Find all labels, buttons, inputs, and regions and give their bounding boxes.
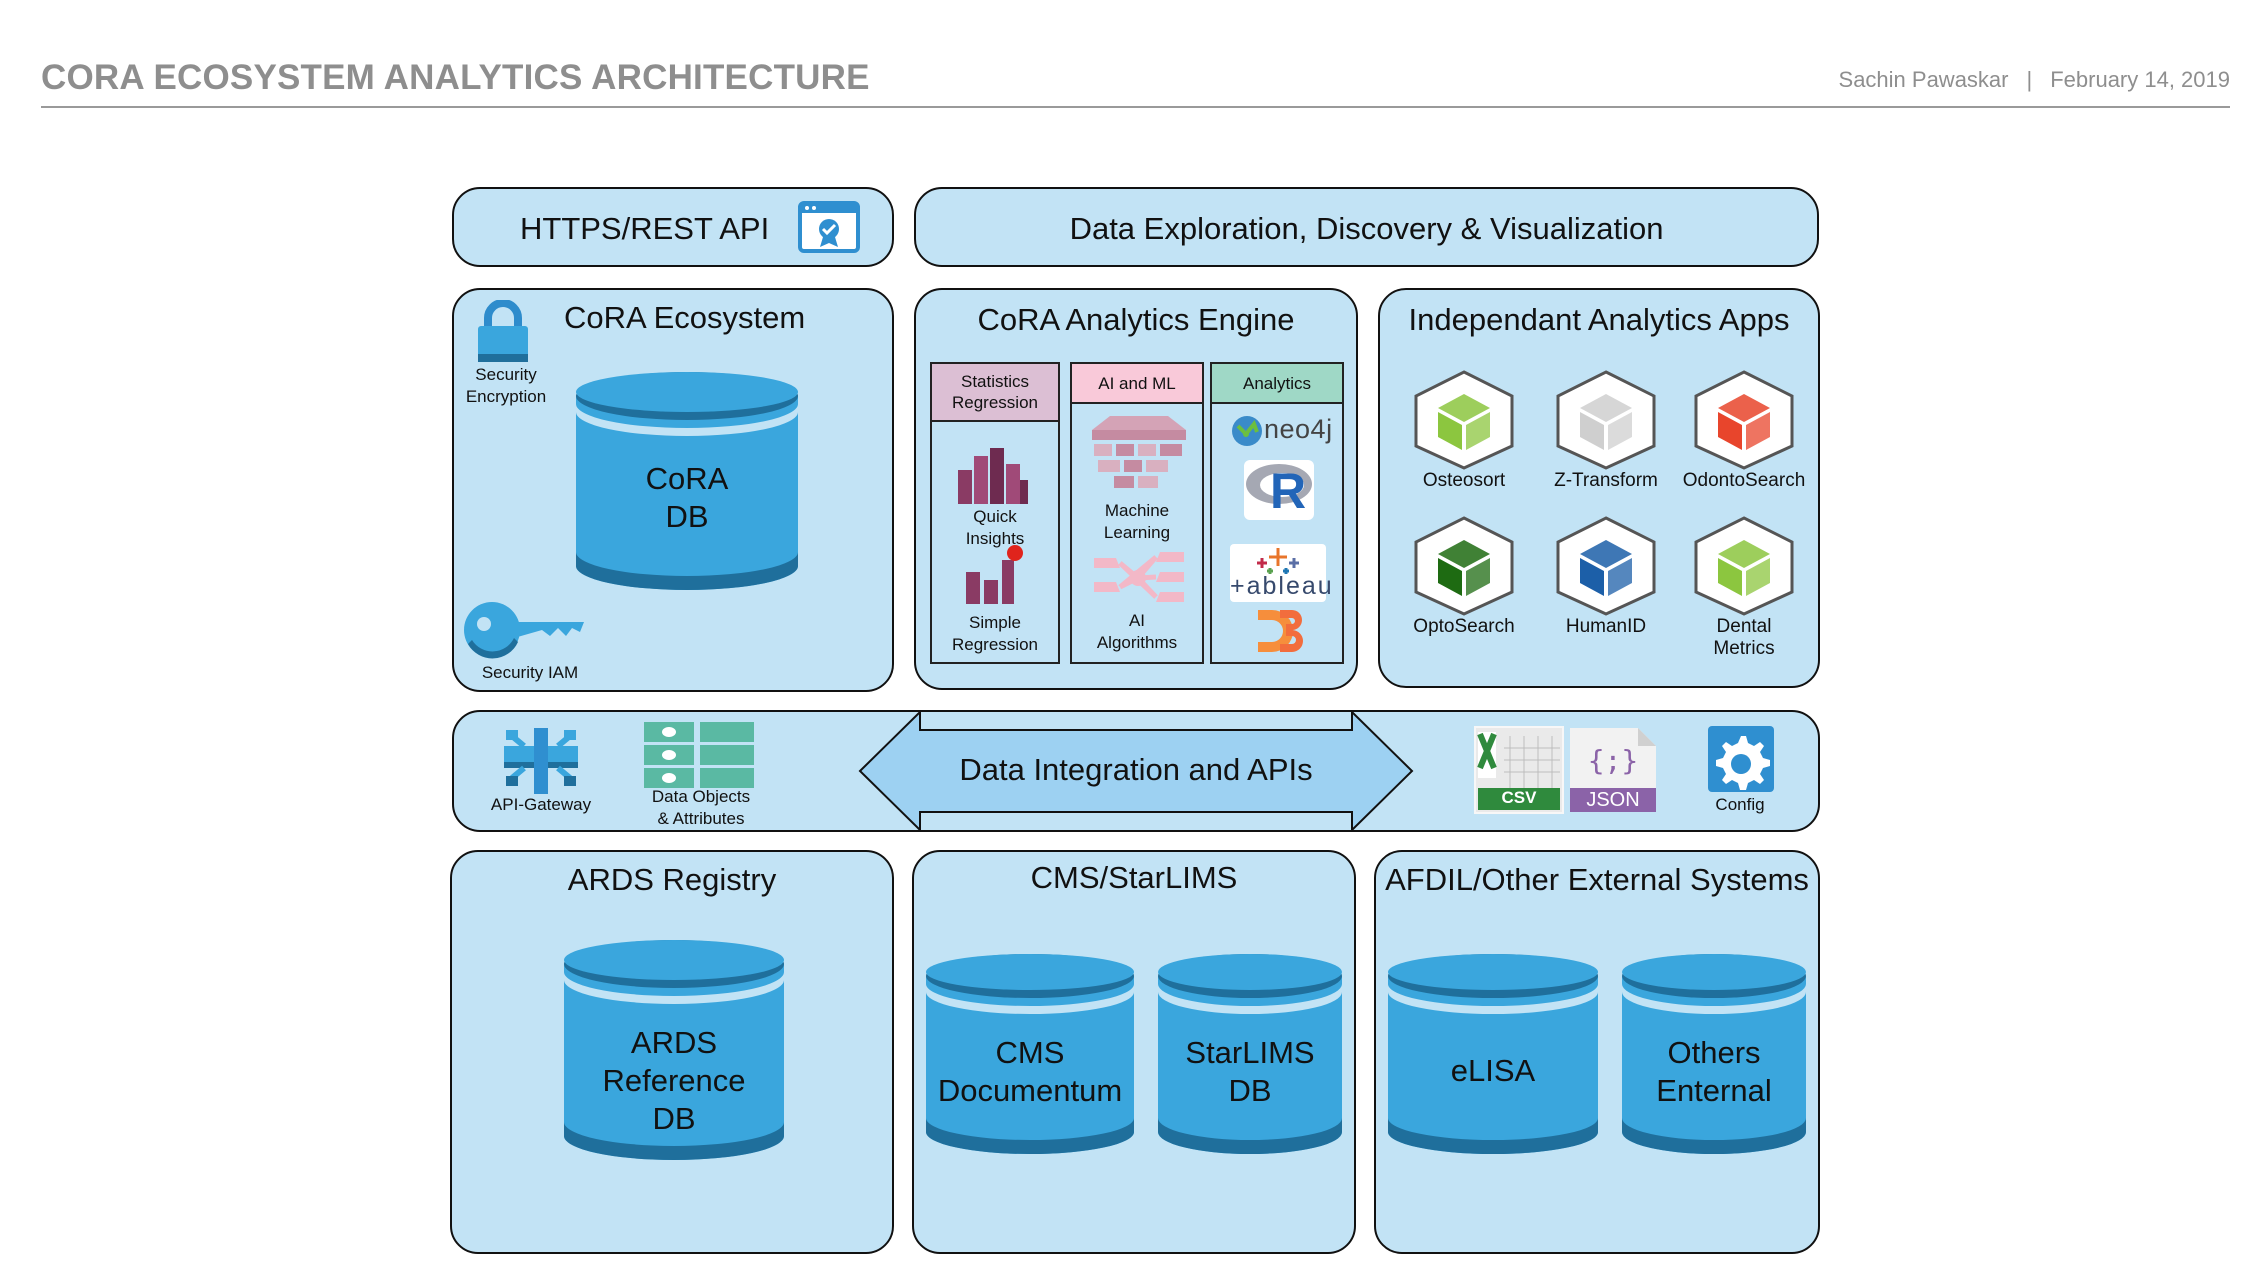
tableau-text: +ableau: [1230, 572, 1334, 600]
app-odontosearch[interactable]: OdontoSearch: [1672, 370, 1805, 510]
exploration-panel: Data Exploration, Discovery & Visualizat…: [914, 187, 1819, 267]
cms-db-line1: CMS: [995, 1035, 1065, 1070]
ecosystem-title: CoRA Ecosystem: [564, 300, 806, 335]
statistics-column: Statistics Regression Quick Insights Sim…: [930, 362, 1060, 664]
page-title: CORA ECOSYSTEM ANALYTICS ARCHITECTURE: [41, 58, 870, 97]
double-arrow-icon: Data Integration and APIs: [858, 710, 1414, 832]
neo4j-text: neo4j: [1264, 414, 1333, 444]
rest-api-label: HTTPS/REST API: [520, 211, 770, 246]
others-db-cylinder: Others Enternal: [1620, 952, 1808, 1158]
header-separator: |: [2026, 67, 2033, 92]
app-label: OptoSearch: [1413, 616, 1515, 637]
api-gateway-icon: [502, 726, 580, 796]
app-label: Z-Transform: [1554, 470, 1658, 491]
ards-db-line1: ARDS: [630, 1025, 718, 1060]
r-logo: R: [1244, 460, 1314, 520]
app-label: Dental Metrics: [1713, 616, 1775, 659]
elisa-db-cylinder: eLISA: [1386, 952, 1600, 1158]
cms-db-cylinder: CMS Documentum: [924, 952, 1136, 1158]
machine-learning-label: Machine Learning: [1103, 501, 1171, 542]
integration-panel: API-Gateway Data Objects & Attributes Da…: [452, 710, 1820, 832]
certificate-window-icon: [798, 199, 860, 255]
exploration-label: Data Exploration, Discovery & Visualizat…: [1069, 211, 1664, 246]
data-objects-label: Data Objects & Attributes: [651, 787, 751, 828]
cube-icon: [1412, 516, 1516, 616]
data-objects-icon: [644, 722, 756, 788]
neural-network-icon: [1090, 548, 1188, 608]
ai-algorithms-label: AI Algorithms: [1096, 611, 1178, 652]
app-label: HumanID: [1565, 616, 1647, 637]
api-gateway-label: API-Gateway: [490, 795, 592, 814]
csv-file-icon: CSV: [1474, 726, 1564, 814]
starlims-db-line1: StarLIMS: [1185, 1035, 1315, 1070]
header-date: February 14, 2019: [2050, 67, 2230, 92]
others-db-line1: Others: [1667, 1035, 1761, 1070]
analytics-header: Analytics: [1212, 364, 1342, 404]
rest-api-panel: HTTPS/REST API: [452, 187, 894, 267]
engine-title: CoRA Analytics Engine: [977, 302, 1295, 337]
statistics-header: Statistics Regression: [932, 364, 1058, 422]
app-label: OdontoSearch: [1682, 470, 1806, 491]
cube-icon: [1692, 370, 1796, 470]
integration-label: Data Integration and APIs: [959, 752, 1313, 787]
starlims-db-cylinder: StarLIMS DB: [1156, 952, 1344, 1158]
encryption-label: Security Encryption: [465, 365, 547, 406]
header-meta: Sachin Pawaskar | February 14, 2019: [1839, 67, 2230, 93]
quicksight-icon: [954, 446, 1030, 506]
cms-db-line2: Documentum: [937, 1073, 1123, 1108]
external-systems-panel: AFDIL/Other External Systems eLISA Other…: [1374, 850, 1820, 1254]
json-label: JSON: [1586, 789, 1640, 811]
cube-icon: [1554, 370, 1658, 470]
lock-icon: [474, 300, 532, 364]
header-divider: [41, 106, 2230, 108]
r-logo-letter: R: [1270, 463, 1307, 519]
ards-registry-panel: ARDS Registry ARDS Reference DB: [450, 850, 894, 1254]
machine-learning-icon: [1090, 414, 1188, 492]
analytics-engine-panel: CoRA Analytics Engine Statistics Regress…: [914, 288, 1358, 690]
author-name: Sachin Pawaskar: [1838, 67, 2009, 92]
ai-ml-header: AI and ML: [1072, 364, 1202, 404]
cube-icon: [1412, 370, 1516, 470]
d3-logo: [1256, 608, 1304, 654]
app-z-transform[interactable]: Z-Transform: [1534, 370, 1660, 510]
ards-db-line2: Reference: [602, 1063, 746, 1098]
tableau-logo: +ableau: [1230, 544, 1334, 602]
ards-db-cylinder: ARDS Reference DB: [562, 938, 786, 1166]
config-label: Config: [1715, 795, 1765, 814]
starlims-db-line2: DB: [1228, 1073, 1272, 1108]
app-label: Osteosort: [1422, 470, 1506, 491]
json-file-icon: {;} JSON: [1568, 726, 1658, 814]
simple-regression-label: Simple Regression: [952, 613, 1038, 654]
cms-starlims-panel: CMS/StarLIMS CMS Documentum StarLIMS DB: [912, 850, 1356, 1254]
cube-icon: [1554, 516, 1658, 616]
cms-title: CMS/StarLIMS: [1030, 860, 1238, 895]
analytics-column: Analytics neo4j R +ableau: [1210, 362, 1344, 664]
iam-label: Security IAM: [481, 663, 579, 682]
cube-icon: [1692, 516, 1796, 616]
app-humanid[interactable]: HumanID: [1534, 516, 1660, 656]
others-db-line2: Enternal: [1656, 1073, 1772, 1108]
csv-label: CSV: [1501, 788, 1537, 807]
app-dental-metrics[interactable]: Dental Metrics: [1672, 516, 1798, 659]
svg-text:{;}: {;}: [1588, 744, 1639, 777]
apps-title: Independant Analytics Apps: [1408, 302, 1790, 337]
elisa-db-line1: eLISA: [1450, 1053, 1536, 1088]
ai-ml-column: AI and ML Machine Learning AI Algorithms: [1070, 362, 1204, 664]
apps-panel: Independant Analytics Apps Osteosort Z-Tr…: [1378, 288, 1820, 688]
config-gear-icon: [1708, 726, 1774, 792]
bar-chart-icon: [964, 544, 1028, 606]
app-optosearch[interactable]: OptoSearch: [1392, 516, 1518, 656]
external-title: AFDIL/Other External Systems: [1385, 862, 1809, 897]
key-icon: [462, 600, 588, 662]
quick-insights-label: Quick Insights: [965, 507, 1025, 548]
cora-db-line2: DB: [665, 499, 709, 534]
ards-db-line3: DB: [652, 1101, 696, 1136]
neo4j-logo: [1230, 414, 1264, 448]
cora-db-line1: CoRA: [645, 461, 729, 496]
ards-title: ARDS Registry: [567, 862, 777, 897]
app-osteosort[interactable]: Osteosort: [1392, 370, 1518, 510]
